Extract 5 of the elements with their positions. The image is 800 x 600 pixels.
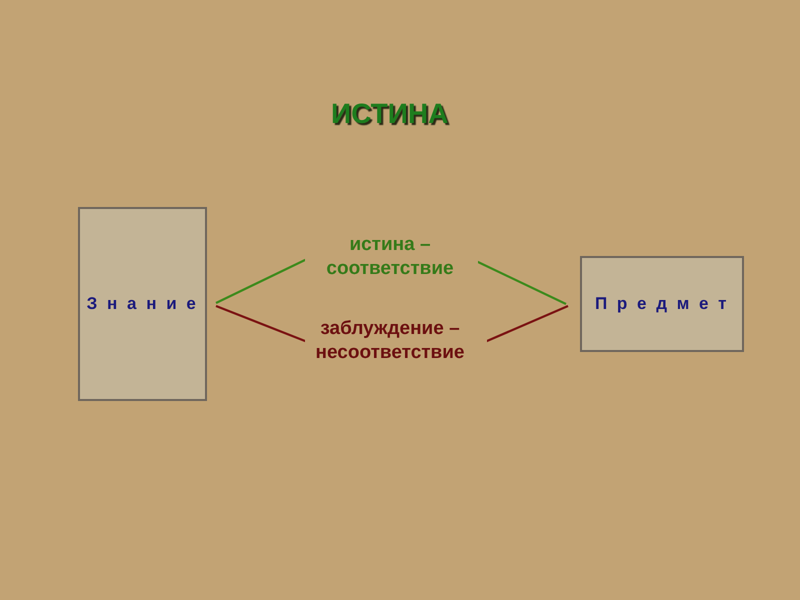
concept-box [580,256,744,352]
box-label: З н а н и е [86,294,198,314]
concept-box [78,207,207,401]
box-label: П р е д м е т [594,294,730,314]
title: ИСТИНА [331,98,448,130]
